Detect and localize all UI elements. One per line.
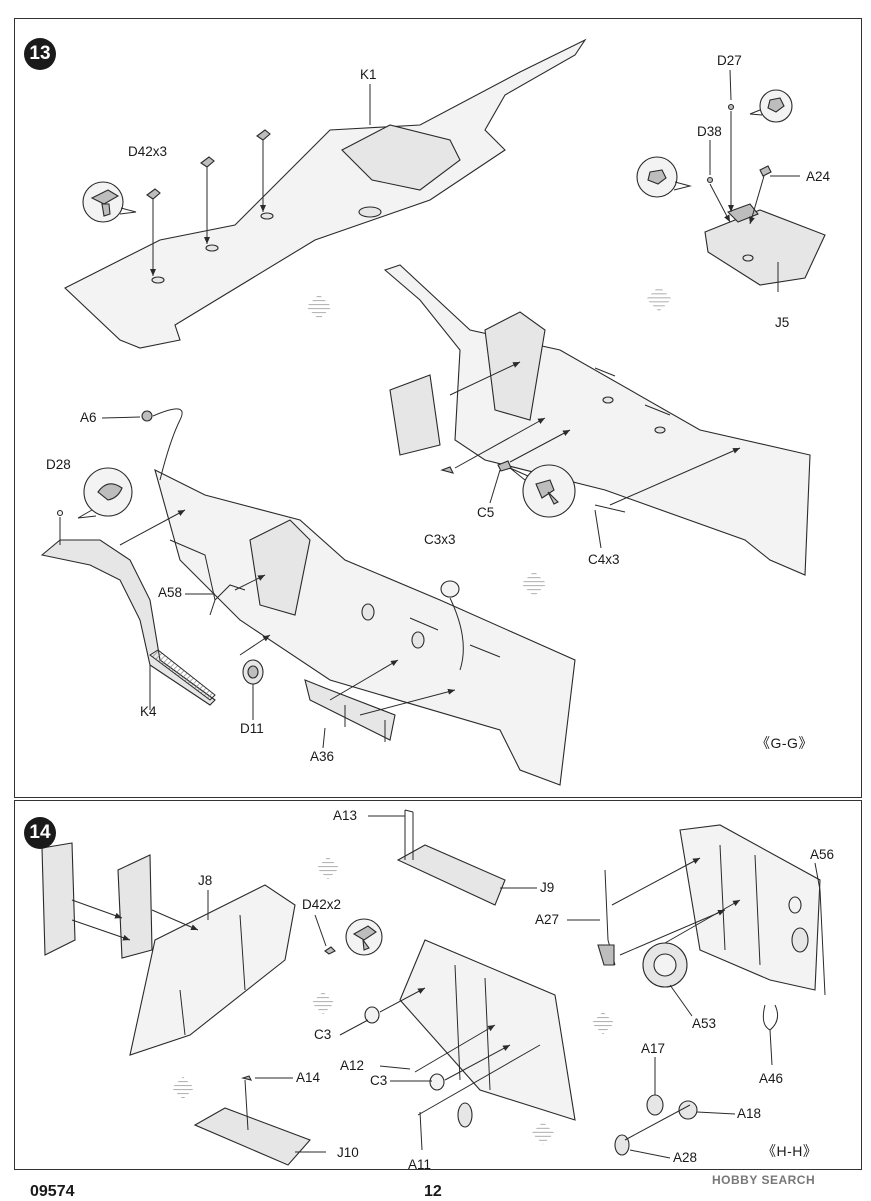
- label-a11: A11: [408, 1157, 432, 1172]
- hull-right-14-drawing: [597, 824, 826, 1031]
- label-d42x3: D42x3: [128, 144, 168, 159]
- label-j10: J10: [337, 1145, 359, 1160]
- label-c4x3: C4x3: [588, 552, 620, 567]
- label-d42x2: D42x2: [302, 897, 342, 912]
- view-label-h-h: 《H-H》: [762, 1143, 818, 1159]
- label-a13: A13: [333, 808, 358, 823]
- d42-pins-drawing: [146, 129, 271, 276]
- label-a58: A58: [158, 585, 183, 600]
- d27-detail-callout: [749, 89, 793, 123]
- product-code: 09574: [30, 1183, 75, 1200]
- label-a18: A18: [737, 1106, 762, 1121]
- label-k1: K1: [360, 67, 377, 82]
- a17-a18-a28-drawing: [614, 1094, 698, 1156]
- label-a12: A12: [340, 1058, 365, 1073]
- label-a14: A14: [296, 1070, 321, 1085]
- part-k4-drawing: [40, 539, 216, 706]
- d42-detail-callout: [82, 181, 137, 223]
- hull-side-lower-drawing: [154, 468, 576, 786]
- d42-detail-callout-14: [324, 918, 383, 956]
- label-j9: J9: [540, 880, 555, 895]
- label-j5: J5: [775, 315, 790, 330]
- step-number-14: 14: [24, 817, 56, 849]
- label-a17: A17: [641, 1041, 666, 1056]
- part-j10-a14-drawing: [193, 1075, 311, 1166]
- label-c5: C5: [477, 505, 495, 520]
- label-j8: J8: [198, 873, 213, 888]
- label-a28: A28: [673, 1150, 698, 1165]
- hull-side-upper-drawing: [383, 264, 811, 576]
- label-c3-bottom: C3: [370, 1073, 388, 1088]
- page-number: 12: [424, 1183, 442, 1200]
- d11-a36-c3-drawing: [242, 580, 464, 742]
- d28-detail-callout: [77, 467, 133, 519]
- label-a46: A46: [759, 1071, 784, 1086]
- label-c3x3: C3x3: [424, 532, 456, 547]
- part-k1-drawing: [64, 38, 587, 349]
- leader-lines: [101, 69, 821, 1159]
- label-a24: A24: [806, 169, 831, 184]
- label-a27: A27: [535, 912, 560, 927]
- d38-detail-callout: [636, 156, 692, 198]
- label-a6: A6: [80, 410, 97, 425]
- hull-interior-14-drawing: [364, 939, 576, 1128]
- step-number-13: 13: [24, 38, 56, 70]
- a58-a6-d28-drawing: [56, 408, 271, 656]
- part-j5-drawing: [704, 103, 826, 292]
- label-d11: D11: [240, 721, 264, 736]
- label-d38: D38: [697, 124, 722, 139]
- view-label-g-g: 《G-G》: [756, 735, 813, 751]
- label-c3-top: C3: [314, 1027, 332, 1042]
- part-j8-drawing: [41, 842, 296, 1056]
- label-k4: K4: [140, 704, 157, 719]
- label-d27: D27: [717, 53, 742, 68]
- part-j9-a13-drawing: [396, 809, 506, 906]
- label-d28: D28: [46, 457, 71, 472]
- label-a56: A56: [810, 847, 835, 862]
- label-a53: A53: [692, 1016, 717, 1031]
- watermark-logo: HOBBY SEARCH: [712, 1173, 816, 1187]
- label-a36: A36: [310, 749, 335, 764]
- c5-detail-callout: [509, 464, 576, 518]
